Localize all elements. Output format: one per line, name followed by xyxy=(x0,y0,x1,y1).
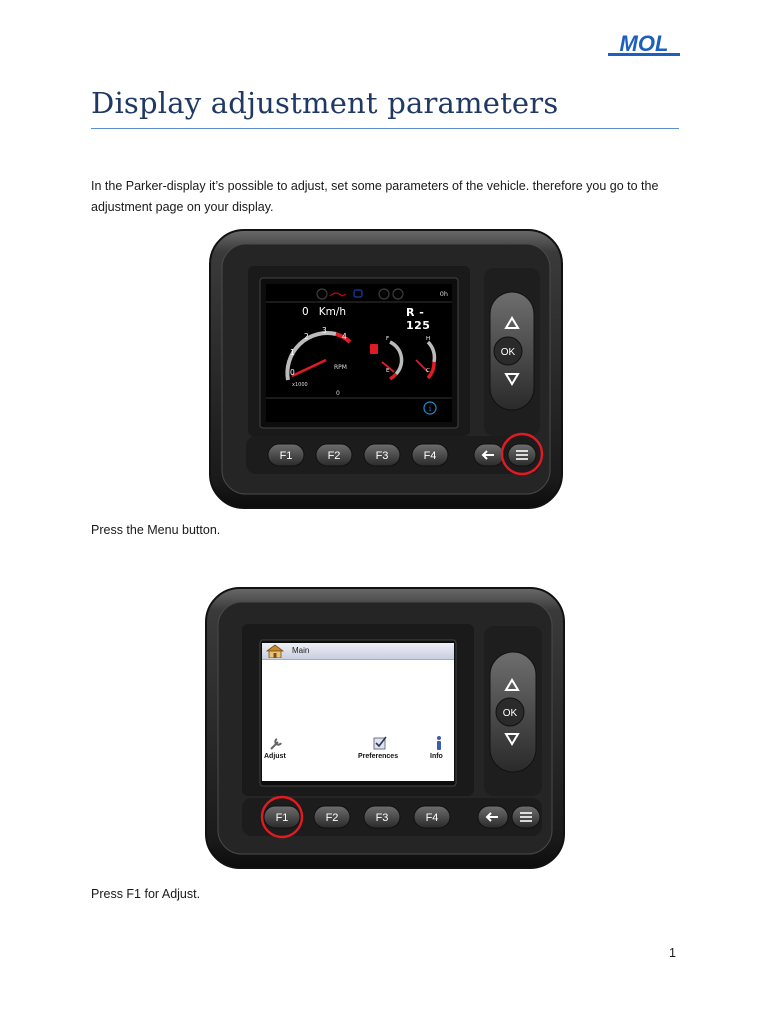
fkey-row: F1 F2 F3 F4 xyxy=(267,443,449,467)
rpm-tick: 3 xyxy=(322,326,327,335)
speed-readout: 0 Km/h xyxy=(302,306,347,318)
gauges: i xyxy=(266,288,452,415)
menu-screen: Main Adjust Preferences Info xyxy=(262,643,454,781)
mol-logo: MOL xyxy=(606,31,682,56)
rpm-tick: 4 xyxy=(342,332,347,341)
gear-readout: R - 125 xyxy=(406,306,431,332)
fuel-empty-label: E xyxy=(386,368,390,374)
rpm-value: 0 xyxy=(336,390,340,397)
step1-paragraph: Press the Menu button. xyxy=(91,523,221,537)
checklist-icon xyxy=(373,736,387,750)
display-device-dashboard: OK F1 F2 F3 F4 xyxy=(208,228,564,510)
home-icon xyxy=(266,644,284,658)
f2-button[interactable]: F2 xyxy=(326,812,339,824)
fkey-row: F1 F2 F3 F4 xyxy=(263,805,451,829)
f1-button[interactable]: F1 xyxy=(280,450,293,462)
page-title: Display adjustment parameters xyxy=(91,86,559,120)
dashboard-screen: i 0h 0 Km/h R - 125 0 1 2 3 4 RPM x1000 … xyxy=(266,284,452,422)
rpm-label: RPM xyxy=(334,364,347,371)
intro-paragraph: In the Parker-display it’s possible to a… xyxy=(91,179,659,214)
hours-readout: 0h xyxy=(439,290,448,298)
f1-button[interactable]: F1 xyxy=(276,812,289,824)
menu-icon xyxy=(520,812,532,822)
temp-cold-label: C xyxy=(426,368,430,374)
temp-hot-label: H xyxy=(426,336,431,342)
ok-button-label: OK xyxy=(503,708,518,719)
rpm-tick: 1 xyxy=(290,348,295,357)
wrench-icon xyxy=(270,738,282,750)
menu-title-bar: Main xyxy=(262,643,454,660)
highlight-circle-menu xyxy=(500,432,544,476)
softkey-adjust[interactable]: Adjust xyxy=(264,753,286,760)
menu-title: Main xyxy=(292,646,310,655)
softkey-preferences[interactable]: Preferences xyxy=(358,753,399,760)
f2-button[interactable]: F2 xyxy=(328,450,341,462)
display-device-menu: OK F1 F2 F3 F4 Main xyxy=(204,586,566,870)
svg-text:i: i xyxy=(429,405,432,413)
f3-button[interactable]: F3 xyxy=(376,812,389,824)
fuel-full-label: F xyxy=(386,336,390,342)
menu-icon xyxy=(516,450,528,460)
softkey-info[interactable]: Info xyxy=(430,753,443,760)
logo-text: MOL xyxy=(620,31,669,56)
rpm-tick: 0 xyxy=(290,368,295,377)
ok-button-label: OK xyxy=(501,347,516,358)
title-rule xyxy=(91,128,679,129)
f3-button[interactable]: F3 xyxy=(376,450,389,462)
f4-button[interactable]: F4 xyxy=(424,450,437,462)
warning-lamps-icon xyxy=(316,288,404,300)
step2-paragraph: Press F1 for Adjust. xyxy=(91,887,201,901)
info-icon xyxy=(437,736,441,750)
rpm-tick: 2 xyxy=(304,332,309,341)
f4-button[interactable]: F4 xyxy=(426,812,439,824)
page-number: 1 xyxy=(669,946,676,960)
rpm-multiplier: x1000 xyxy=(292,382,308,388)
highlight-circle-f1 xyxy=(260,795,304,839)
info-icon xyxy=(423,401,437,415)
